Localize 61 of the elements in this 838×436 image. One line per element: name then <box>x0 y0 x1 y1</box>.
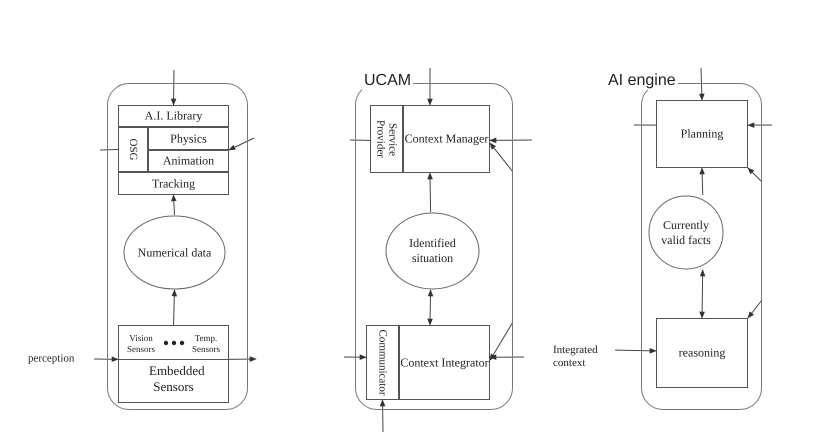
sensor-label: Temp. Sensors <box>190 333 221 355</box>
box-label: Context Manager <box>404 132 489 146</box>
arrow <box>748 168 762 182</box>
ellipse-label: Identified situation <box>408 236 457 266</box>
ellipse-label: Numerical data <box>136 245 212 260</box>
process-box <box>118 127 148 172</box>
arrow <box>228 138 254 150</box>
arrow <box>490 142 514 172</box>
arrow <box>489 138 532 144</box>
arrow <box>171 194 177 216</box>
process-box <box>118 172 229 195</box>
data-ellipse <box>648 195 724 270</box>
arrow <box>490 322 514 361</box>
process-box <box>148 150 229 172</box>
arrow <box>427 289 434 326</box>
arrow <box>748 300 762 319</box>
arrow <box>699 269 706 319</box>
panel-title: AI engine <box>606 72 678 90</box>
ellipse-label: Currently valid facts <box>660 218 712 248</box>
arrow <box>228 356 257 362</box>
box-label: A.I. Library <box>144 108 204 124</box>
connector-line <box>350 140 370 141</box>
vertical-label: OSG <box>127 137 139 162</box>
box-label: Animation <box>162 154 216 168</box>
arrow <box>94 356 119 362</box>
arrow <box>747 122 772 128</box>
process-box <box>399 325 490 400</box>
box-label: Tracking <box>151 176 196 191</box>
connector-line <box>634 124 656 126</box>
data-ellipse <box>123 215 226 290</box>
arrow <box>380 399 386 432</box>
panel-title: UCAM <box>362 72 414 90</box>
sensor-label: Vision Sensors <box>126 333 156 355</box>
data-ellipse <box>385 212 480 290</box>
process-box <box>148 127 229 150</box>
box-label: Context Integrator <box>400 355 489 370</box>
arrow <box>427 68 433 106</box>
process-box <box>656 100 748 168</box>
connector-line <box>100 149 118 150</box>
box-label: Planning <box>680 126 724 142</box>
arrow <box>344 354 367 360</box>
box-label: Physics <box>169 131 208 146</box>
process-box <box>370 105 403 173</box>
arrow <box>699 68 705 101</box>
arrow <box>427 172 433 212</box>
arrow <box>170 70 176 106</box>
sensor-group-box <box>118 325 229 403</box>
layer-panel <box>107 83 248 410</box>
process-box <box>656 318 748 388</box>
arrow <box>172 289 178 326</box>
vertical-label: Communicator <box>376 328 388 397</box>
input-label: perception <box>28 352 76 366</box>
process-box <box>403 105 490 173</box>
box-label: Embedded Sensors <box>148 363 206 396</box>
process-box <box>118 105 229 127</box>
box-label: reasoning <box>678 346 726 360</box>
arrow <box>699 167 705 196</box>
arrow <box>614 348 657 354</box>
process-box <box>366 325 399 400</box>
vertical-label: Service Provider <box>374 119 398 160</box>
input-label: Integrated context <box>553 344 599 370</box>
